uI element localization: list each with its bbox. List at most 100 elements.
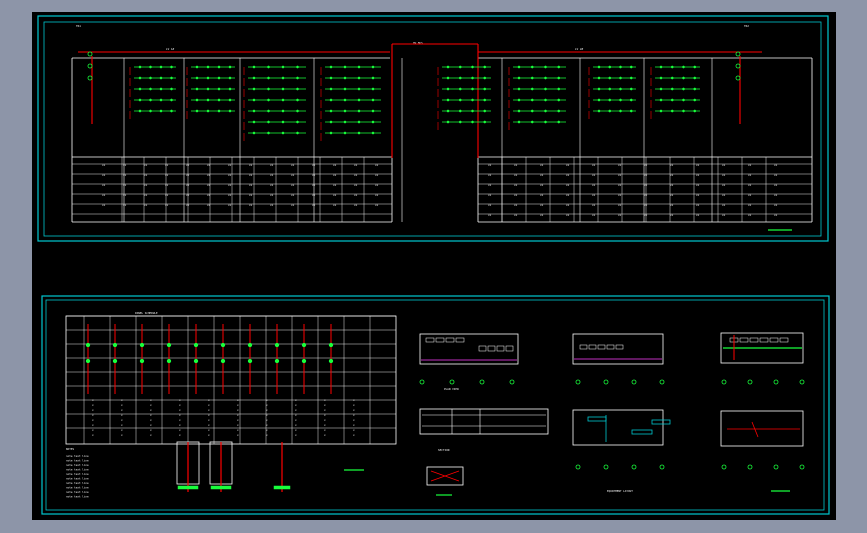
top-right-table-text-7: xx <box>670 163 674 167</box>
top-right-table-text-4: xx <box>592 163 596 167</box>
plan-room-right <box>720 332 804 364</box>
bottom-left-schedule-text-11: x <box>121 403 123 407</box>
feeder-node-1-2-2 <box>217 87 221 91</box>
bottom-left-schedule-text-27: x <box>295 408 297 412</box>
top-left-table-text-55: xx <box>375 193 379 197</box>
top-left-table-text-15: xx <box>123 173 127 177</box>
feeder-node-4-2-0 <box>446 87 450 91</box>
top-left-table-text-62: xx <box>228 203 232 207</box>
top-right-table-text-71: xx <box>774 213 778 217</box>
top-right-table-text-43: xx <box>670 193 674 197</box>
feeder-node-5-3-1 <box>530 98 534 102</box>
bottom-left-green-meter-0 <box>85 358 91 364</box>
plan-bottom-middle-cyan-equip-1 <box>587 416 607 422</box>
feeder-node-6-2-3 <box>629 87 633 91</box>
top-left-table-text-22: xx <box>270 173 274 177</box>
feeder-node-2-6-0 <box>252 131 256 135</box>
bottom-left-schedule-text-54: x <box>208 423 210 427</box>
top-left-table-text-39: xx <box>333 183 337 187</box>
feeder-node-5-1-3 <box>557 76 561 80</box>
feeder-node-2-6-1 <box>267 131 270 135</box>
bottom-left-schedule-text-26: x <box>266 408 268 412</box>
feeder-node-3-3-2 <box>357 98 361 102</box>
bottom-left-schedule-text-44: x <box>208 418 210 422</box>
feeder-node-7-2-0 <box>659 87 663 91</box>
bottom-left-schedule-text-69: x <box>353 428 355 432</box>
bottom-left-schedule-text-25: x <box>237 408 239 412</box>
top-left-table-text-28: xx <box>102 183 106 187</box>
top-left-table-text-35: xx <box>249 183 253 187</box>
top-right-table-text-0: xx <box>488 163 492 167</box>
bottom-left-note-line-9: note text line <box>66 495 89 499</box>
top-left-table-text-25: xx <box>333 173 337 177</box>
top-left-table-text-14: xx <box>102 173 106 177</box>
bottom-left-note-line-2: note text line <box>66 463 89 467</box>
top-left-table-text-56: xx <box>102 203 106 207</box>
section-title: SECTION <box>438 448 450 452</box>
top-left-table-text-57: xx <box>123 203 127 207</box>
feeder-node-5-3-3 <box>557 98 561 102</box>
bottom-left-schedule-text-50: x <box>92 423 94 427</box>
bottom-left-schedule-text-2: x <box>150 398 152 402</box>
feeder-node-1-3-1 <box>206 98 210 102</box>
feeder-node-1-4-3 <box>228 109 232 113</box>
bottom-left-schedule-text-74: x <box>208 433 210 437</box>
bottom-left-green-breaker-9 <box>328 342 334 348</box>
top-right-table-text-57: xx <box>722 203 726 207</box>
bottom-left-green-breaker-1 <box>112 342 118 348</box>
plan-middle-axis-marker-2 <box>631 379 637 385</box>
bottom-left-schedule-text-49: x <box>353 418 355 422</box>
small-detail-red-cross-2 <box>430 470 460 482</box>
plan-right-axis-marker-1 <box>747 379 753 385</box>
bottom-left-schedule-text-36: x <box>266 413 268 417</box>
cad-viewport[interactable]: HV BUS LV 1# LV 2# TR1 TR2 PANEL SCHEDUL… <box>32 12 836 520</box>
top-right-table-text-15: xx <box>566 173 570 177</box>
top-right-table-text-12: xx <box>488 173 492 177</box>
feeder-node-4-4-2 <box>471 109 474 113</box>
feeder-node-4-2-3 <box>483 87 487 91</box>
bottom-left-schedule-text-68: x <box>324 428 326 432</box>
plan-left-equip-b-2 <box>496 345 505 352</box>
feeder-node-6-0-0 <box>597 65 601 69</box>
plan-left-equip-b-3 <box>505 345 514 352</box>
top-left-table-text-31: xx <box>165 183 169 187</box>
feeder-node-6-1-1 <box>608 76 612 80</box>
cad-drawing-surface[interactable]: HV BUS LV 1# LV 2# TR1 TR2 PANEL SCHEDUL… <box>32 12 836 520</box>
feeder-node-6-4-1 <box>608 109 612 113</box>
bottom-left-schedule-text-56: x <box>266 423 268 427</box>
bottom-left-schedule-text-24: x <box>208 408 210 412</box>
bottom-left-green-meter-1 <box>112 358 118 364</box>
bottom-left-green-breaker-5 <box>220 342 226 348</box>
feeder-node-6-1-3 <box>629 76 633 80</box>
top-right-table-text-6: xx <box>644 163 648 167</box>
top-left-table-text-41: xx <box>375 183 379 187</box>
plan-middle-axis-marker-3 <box>659 379 665 385</box>
feeder-node-3-0-0 <box>329 65 333 69</box>
feeder-node-7-1-1 <box>670 76 674 80</box>
feeder-node-0-2-0 <box>138 87 142 91</box>
top-left-table-text-16: xx <box>144 173 148 177</box>
feeder-node-4-4-3 <box>483 109 487 113</box>
feeder-node-1-4-1 <box>206 109 210 113</box>
top-left-table-text-65: xx <box>291 203 295 207</box>
bottom-left-schedule-text-78: x <box>324 433 326 437</box>
top-right-table-text-49: xx <box>514 203 518 207</box>
bottom-left-note-line-7: note text line <box>66 486 89 490</box>
feeder-node-5-4-1 <box>530 109 534 113</box>
bottom-left-note-line-1: note text line <box>66 459 89 463</box>
top-right-table-text-20: xx <box>696 173 700 177</box>
top-right-table-text-34: xx <box>748 183 752 187</box>
feeder-node-2-6-2 <box>281 131 285 135</box>
feeder-node-2-2-0 <box>252 87 256 91</box>
bottom-left-schedule-text-20: x <box>92 408 94 412</box>
bottom-left-schedule-text-19: x <box>353 403 355 407</box>
bottom-left-schedule-text-32: x <box>150 413 152 417</box>
top-left-table-text-67: xx <box>333 203 337 207</box>
top-right-table-text-59: xx <box>774 203 778 207</box>
top-right-table-text-17: xx <box>618 173 622 177</box>
feeder-node-7-4-0 <box>659 109 663 113</box>
top-right-table-text-33: xx <box>722 183 726 187</box>
panel-schedule-title: PANEL SCHEDULE <box>135 311 158 315</box>
plan-right-axis-marker-0 <box>721 379 727 385</box>
top-right-table-text-48: xx <box>488 203 492 207</box>
